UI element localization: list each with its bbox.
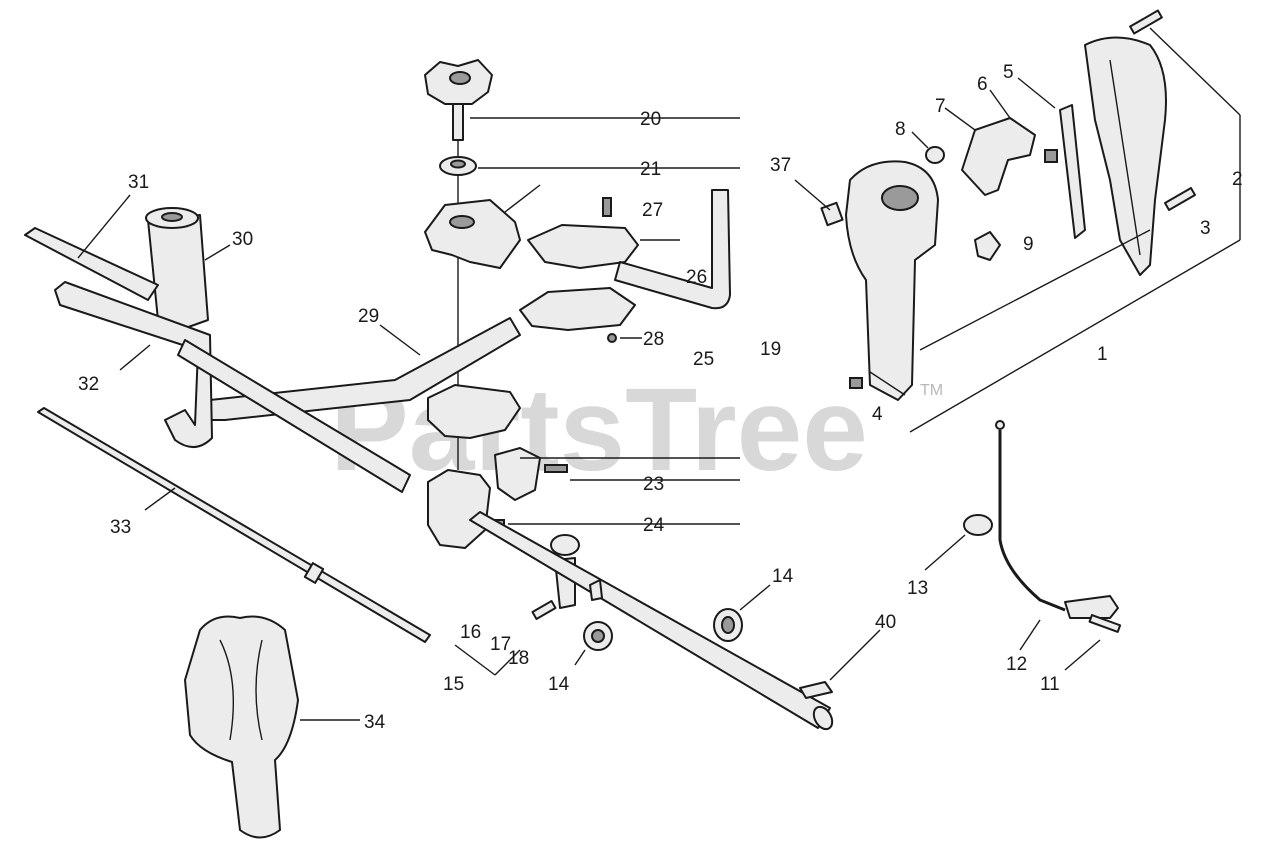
callout-1: 1 — [1097, 344, 1108, 365]
callout-5: 5 — [1003, 62, 1014, 83]
part-14-clip-upper[interactable] — [713, 608, 743, 642]
callout-28: 28 — [643, 329, 664, 350]
part-25-upper-clamp[interactable] — [424, 199, 521, 269]
part-1-throttle-handle[interactable] — [845, 160, 939, 401]
callout-8: 8 — [895, 119, 906, 140]
callout-31: 31 — [128, 172, 149, 193]
callout-18: 18 — [508, 648, 529, 669]
callout-24: 24 — [643, 515, 665, 536]
callout-16: 16 — [460, 622, 481, 643]
leader-12 — [1019, 619, 1041, 651]
part-33-shaft[interactable] — [37, 407, 431, 643]
leader-8 — [911, 131, 929, 149]
leader-14a — [739, 584, 771, 611]
part-23-clamp-block[interactable] — [427, 384, 568, 501]
part-8-bushing[interactable] — [925, 146, 945, 164]
watermark-tm: TM — [920, 382, 943, 399]
leader-11 — [1064, 639, 1101, 671]
callout-40: 40 — [875, 612, 896, 633]
callout-20: 20 — [640, 109, 661, 130]
leader-14b — [574, 649, 586, 666]
part-13-cable-clamp[interactable] — [963, 514, 993, 536]
part-21-washer[interactable] — [439, 156, 477, 176]
part-17-bolt[interactable] — [531, 600, 557, 620]
part-32-loop-handle[interactable] — [54, 281, 411, 493]
callout-6: 6 — [977, 74, 988, 95]
part-19-cover[interactable] — [527, 197, 639, 269]
leader-5 — [1017, 77, 1056, 109]
leader-25 — [504, 184, 541, 213]
leader-31 — [77, 194, 131, 259]
callout-9: 9 — [1023, 234, 1034, 255]
callout-15: 15 — [443, 674, 464, 695]
part-4-nut[interactable] — [849, 377, 863, 389]
callout-26: 26 — [686, 267, 707, 288]
leader-1 — [919, 229, 1151, 351]
callout-29: 29 — [358, 306, 379, 327]
part-6-trigger[interactable] — [961, 117, 1036, 196]
part-40-label[interactable] — [799, 681, 833, 699]
leader-box-top — [1149, 27, 1241, 116]
callout-14-lower: 14 — [548, 674, 570, 695]
leader-32 — [119, 344, 151, 371]
callout-7: 7 — [935, 96, 946, 117]
callout-2: 2 — [1232, 169, 1243, 190]
leader-box-bottom — [909, 239, 1241, 433]
part-31-strip[interactable] — [24, 227, 159, 301]
part-20-knob[interactable] — [424, 59, 493, 141]
leader-29 — [379, 324, 421, 356]
leader-30 — [204, 244, 231, 261]
callout-32: 32 — [78, 374, 99, 395]
callout-3: 3 — [1200, 218, 1211, 239]
part-5-lever[interactable] — [1059, 104, 1086, 239]
callout-4: 4 — [872, 404, 883, 425]
callout-23: 23 — [643, 474, 664, 495]
leader-33 — [144, 487, 176, 511]
callout-13: 13 — [907, 578, 928, 599]
part-28-clamp-piece[interactable] — [519, 287, 636, 343]
callout-37: 37 — [770, 155, 791, 176]
callout-27: 27 — [642, 200, 663, 221]
part-7-spring[interactable] — [1044, 149, 1058, 163]
leader-4 — [869, 371, 906, 396]
part-3-screw[interactable] — [1164, 187, 1196, 211]
callout-14-upper: 14 — [772, 566, 794, 587]
callout-19: 19 — [760, 339, 781, 360]
part-30-grip[interactable] — [145, 207, 209, 331]
leader-15a — [454, 644, 496, 676]
part-14-clip-lower[interactable] — [583, 621, 613, 651]
leader-6 — [989, 89, 1011, 119]
leader-40 — [829, 629, 881, 681]
callout-30: 30 — [232, 229, 253, 250]
callout-21: 21 — [640, 159, 661, 180]
part-screw-top[interactable] — [1129, 9, 1163, 35]
part-2-handle-housing[interactable] — [1084, 36, 1167, 276]
callout-25: 25 — [693, 349, 714, 370]
leader-15b — [494, 649, 521, 676]
part-main-tube[interactable] — [469, 511, 836, 732]
part-9-clip[interactable] — [974, 231, 1001, 261]
leader-13 — [924, 534, 966, 571]
callout-11: 11 — [1040, 674, 1060, 695]
callout-17: 17 — [490, 634, 511, 655]
callout-34: 34 — [364, 712, 386, 733]
part-11-throttle-cable[interactable] — [995, 420, 1122, 633]
part-26-bent-tube[interactable] — [614, 189, 731, 310]
callout-12: 12 — [1006, 654, 1027, 675]
part-29-handle-bar[interactable] — [199, 317, 521, 421]
part-34-harness[interactable] — [184, 615, 299, 839]
leader-37 — [794, 179, 831, 211]
callout-33: 33 — [110, 517, 131, 538]
part-37-switch[interactable] — [820, 201, 844, 227]
leader-7 — [944, 107, 976, 131]
